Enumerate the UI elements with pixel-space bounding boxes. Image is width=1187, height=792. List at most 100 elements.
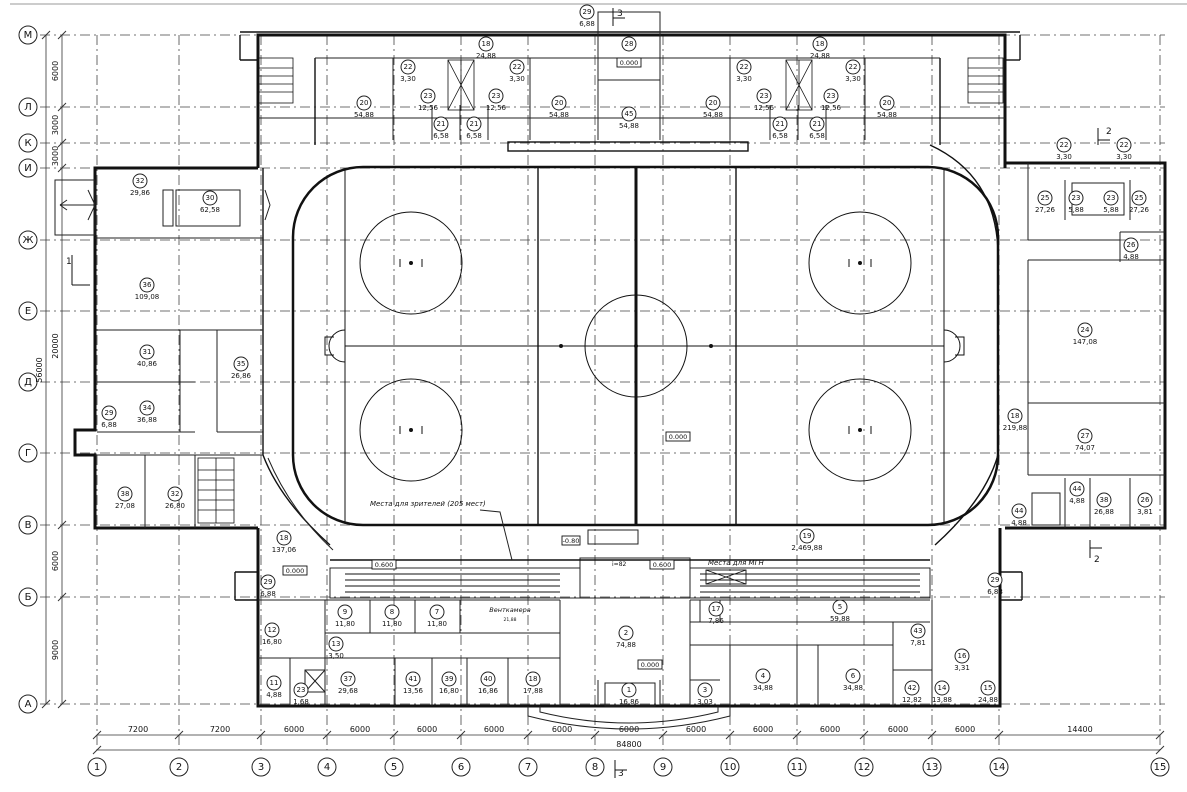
room-number-circle bbox=[433, 116, 449, 132]
room-area: 26,86 bbox=[231, 372, 252, 380]
room-tag-22: 223,30 bbox=[509, 59, 525, 83]
room-tag-21: 216,58 bbox=[466, 116, 482, 140]
dim-h-2: 7200 bbox=[210, 725, 230, 734]
room-number: 16 bbox=[958, 652, 967, 660]
room-number-circle bbox=[478, 36, 494, 52]
room-tag-39: 39 16,80 bbox=[439, 671, 459, 695]
room-area: 6,58 bbox=[772, 132, 788, 140]
room-number: 24 bbox=[1081, 326, 1090, 334]
dim-v-2: 3000 bbox=[51, 115, 60, 135]
right-block-rooms: 2 2 bbox=[1027, 127, 1165, 565]
room-number: 1 bbox=[627, 686, 631, 694]
room-number: 27 bbox=[1081, 432, 1090, 440]
axis-bubble-13: 13 bbox=[922, 757, 942, 777]
room-number-circle bbox=[618, 625, 634, 641]
room-number: 39 bbox=[445, 675, 454, 683]
room-number: 9 bbox=[343, 608, 347, 616]
room-number-circle bbox=[697, 682, 713, 698]
room-area: 16,80 bbox=[262, 638, 282, 646]
room-tag-22: 223,30 bbox=[1056, 137, 1072, 161]
room-tag-23: 235,88 bbox=[1103, 190, 1119, 214]
room-area: 36,88 bbox=[137, 416, 157, 424]
room-number-circle bbox=[132, 173, 148, 189]
svg-text:М: М bbox=[24, 30, 33, 41]
room-number-circle bbox=[551, 95, 567, 111]
room-number-circle bbox=[708, 601, 724, 617]
room-number-circle bbox=[509, 59, 525, 75]
svg-text:-0.80: -0.80 bbox=[563, 537, 580, 545]
room-area: 24,88 bbox=[476, 52, 496, 60]
room-area: 3,30 bbox=[1056, 153, 1072, 161]
room-area: 16,80 bbox=[439, 687, 459, 695]
room-area: 11,80 bbox=[335, 620, 355, 628]
faceoff-circle bbox=[359, 378, 463, 482]
svg-text:Б: Б bbox=[25, 592, 32, 603]
room-number-circle bbox=[980, 680, 996, 696]
room-area: 62,58 bbox=[200, 206, 220, 214]
room-number-circle bbox=[1069, 481, 1085, 497]
room-area: 29,86 bbox=[130, 189, 151, 197]
room-number: 23 bbox=[827, 92, 836, 100]
room-number-circle bbox=[1116, 137, 1132, 153]
room-number: 22 bbox=[404, 63, 413, 71]
room-number: 20 bbox=[883, 99, 892, 107]
svg-text:4: 4 bbox=[324, 762, 330, 773]
room-area: 3,50 bbox=[328, 652, 344, 660]
room-number: 43 bbox=[914, 627, 923, 635]
axis-bubble-11: 11 bbox=[787, 757, 807, 777]
room-number-circle bbox=[260, 574, 276, 590]
room-area: 16,86 bbox=[478, 687, 499, 695]
svg-text:Г: Г bbox=[25, 448, 31, 459]
room-number-circle bbox=[466, 116, 482, 132]
room-number: 18 bbox=[1011, 412, 1020, 420]
room-tag-29: 296,88 bbox=[579, 4, 595, 28]
svg-text:5: 5 bbox=[391, 762, 397, 773]
room-number-circle bbox=[756, 88, 772, 104]
room-number: 18 bbox=[816, 40, 825, 48]
spectator-seats-label: Места для зрителей (205 мест) bbox=[370, 500, 486, 508]
dim-v-6: 9000 bbox=[51, 640, 60, 660]
room-number: 45 bbox=[625, 110, 634, 118]
room-area: 34,88 bbox=[843, 684, 863, 692]
room-number: 29 bbox=[264, 578, 273, 586]
room-number-circle bbox=[621, 106, 637, 122]
spectator-stands: 0.600 0.600 -0.80 i=82 Места для зрителе… bbox=[329, 500, 931, 599]
room-area: 54,88 bbox=[619, 122, 639, 130]
room-tag-22: 223,30 bbox=[400, 59, 416, 83]
room-number: 13 bbox=[332, 640, 341, 648]
stands-left-level: 0.600 bbox=[371, 559, 397, 570]
room-area: 54,88 bbox=[549, 111, 569, 119]
room-number: 25 bbox=[1135, 194, 1144, 202]
room-number-circle bbox=[328, 636, 344, 652]
room-area: 7,86 bbox=[708, 617, 724, 625]
room-area: 3,81 bbox=[1137, 508, 1153, 516]
room-number-circle bbox=[1077, 428, 1093, 444]
svg-text:1: 1 bbox=[94, 762, 100, 773]
room-tag-9: 911,80 bbox=[335, 604, 355, 628]
room-number-circle bbox=[1011, 503, 1027, 519]
room-number-circle bbox=[337, 604, 353, 620]
room-number: 37 bbox=[344, 675, 353, 683]
svg-text:3: 3 bbox=[617, 9, 623, 19]
room-number: 23 bbox=[760, 92, 769, 100]
axis-bubble-9: 9 bbox=[653, 757, 673, 777]
svg-text:2: 2 bbox=[1094, 555, 1100, 565]
room-number: 8 bbox=[390, 608, 394, 616]
room-number: 23 bbox=[1107, 194, 1116, 202]
